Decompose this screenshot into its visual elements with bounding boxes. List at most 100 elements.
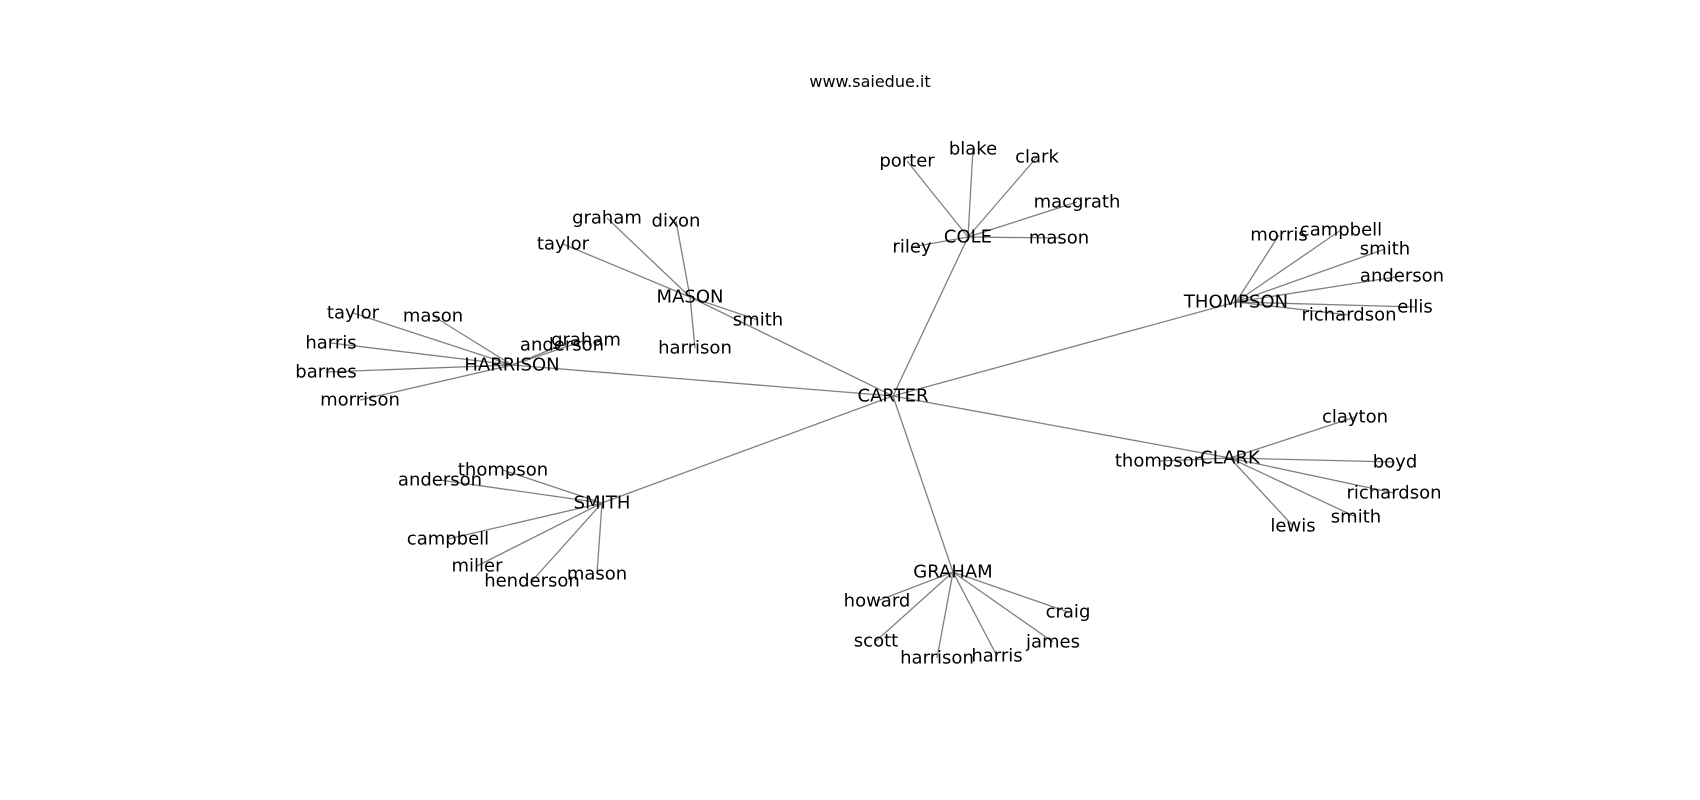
node-smith: SMITH [574,493,631,514]
node-clark-lewis: lewis [1270,516,1315,537]
node-cole-mason: mason [1029,228,1089,249]
edge-thompson-campbell [1235,229,1342,303]
node-mason-smith: smith [733,310,783,331]
edge-smith-campbell [447,502,603,540]
edge-carter-graham [892,395,954,573]
node-harrison: HARRISON [464,355,559,376]
node-thompson-smith: smith [1360,239,1410,260]
edge-harrison-harris [330,342,513,366]
edge-smith-anderson [439,479,603,504]
edge-graham-harris [952,571,998,657]
node-clark-smith: smith [1331,507,1381,528]
edge-carter-harrison [511,364,894,397]
edge-graham-scott [875,571,954,642]
edge-cole-porter [906,160,969,238]
edge-thompson-smith [1235,248,1386,303]
node-thompson: THOMPSON [1183,292,1288,313]
edge-carter-clark [892,395,1231,459]
edge-smith-thompson [502,469,603,504]
node-clark: CLARK [1200,448,1261,469]
node-smith-mason: mason [567,564,627,585]
node-thompson-campbell: campbell [1300,220,1382,241]
node-harrison-barnes: barnes [295,362,356,383]
node-clark-richardson: richardson [1346,483,1441,504]
node-clark-clayton: clayton [1322,407,1388,428]
node-harrison-taylor: taylor [327,303,380,324]
edge-thompson-richardson [1235,301,1350,316]
node-mason-dixon: dixon [652,211,701,232]
edge-smith-henderson [531,502,603,582]
node-harrison-anderson: anderson [520,335,604,356]
edge-cole-clark [967,156,1038,238]
edge-graham-harrison [936,571,954,659]
node-thompson-anderson: anderson [1360,266,1444,287]
edge-mason-taylor [562,243,691,298]
node-mason-taylor: taylor [537,234,590,255]
edge-graham-craig [952,571,1069,613]
edge-harrison-taylor [352,312,513,366]
edge-carter-cole [892,236,969,397]
edge-clark-smith [1229,457,1357,518]
node-smith-miller: miller [451,556,503,577]
edge-harrison-morrison [359,364,513,401]
node-graham: GRAHAM [913,562,992,583]
edge-cole-riley [911,236,969,248]
edge-carter-mason [689,296,894,397]
graph-edges [325,148,1416,659]
edge-graham-james [952,571,1054,643]
node-graham-craig: craig [1046,602,1091,623]
edge-clark-thompson [1159,457,1231,462]
node-graham-harrison: harrison [900,648,974,669]
node-cole-macgrath: macgrath [1034,192,1121,213]
node-graham-harris: harris [971,646,1022,667]
node-clark-boyd: boyd [1373,452,1418,473]
edge-carter-thompson [892,301,1237,397]
edge-harrison-mason [432,315,513,366]
edge-thompson-anderson [1235,275,1403,303]
node-carter: CARTER [858,386,929,407]
node-graham-scott: scott [854,631,898,652]
node-mason-harrison: harrison [658,338,732,359]
edge-clark-lewis [1229,457,1294,527]
node-cole-blake: blake [949,139,997,160]
node-smith-campbell: campbell [407,529,489,550]
edge-cole-mason [967,236,1060,239]
node-cole: COLE [944,227,992,248]
edge-thompson-ellis [1235,301,1416,308]
edge-clark-richardson [1229,457,1395,494]
graph-labels: CARTER COLE porter blake clark macgrath mason r… [295,139,1444,669]
node-thompson-ellis: ellis [1397,297,1432,318]
node-mason-graham: graham [572,208,642,229]
edge-mason-harrison [689,296,696,349]
edge-harrison-barnes [325,364,513,373]
edge-clark-clayton [1229,416,1356,459]
node-thompson-richardson: richardson [1301,305,1396,326]
edge-smith-mason [596,502,603,575]
node-harrison-mason: mason [403,306,463,327]
edge-cole-macgrath [967,201,1078,238]
edge-mason-graham [606,217,691,298]
node-mason: MASON [657,287,724,308]
node-harrison-graham: graham [551,330,621,351]
edge-mason-dixon [675,220,691,298]
node-smith-anderson: anderson [398,470,482,491]
edge-smith-miller [476,502,603,567]
node-clark-thompson: thompson [1115,451,1205,472]
edge-harrison-graham [511,339,587,366]
edge-thompson-morris [1235,234,1280,303]
node-harrison-morrison: morrison [320,390,400,411]
graph-title: www.saiedue.it [809,72,930,91]
edge-carter-smith [601,395,894,504]
edge-harrison-anderson [511,344,563,366]
node-smith-henderson: henderson [484,571,580,592]
edge-graham-howard [876,571,954,602]
node-harrison-harris: harris [305,333,356,354]
node-cole-clark: clark [1015,147,1059,168]
edge-clark-boyd [1229,457,1396,463]
node-graham-james: james [1025,632,1080,653]
node-thompson-morris: morris [1250,225,1307,246]
node-graham-howard: howard [844,591,911,612]
node-cole-porter: porter [879,151,935,172]
node-cole-riley: riley [892,237,931,258]
